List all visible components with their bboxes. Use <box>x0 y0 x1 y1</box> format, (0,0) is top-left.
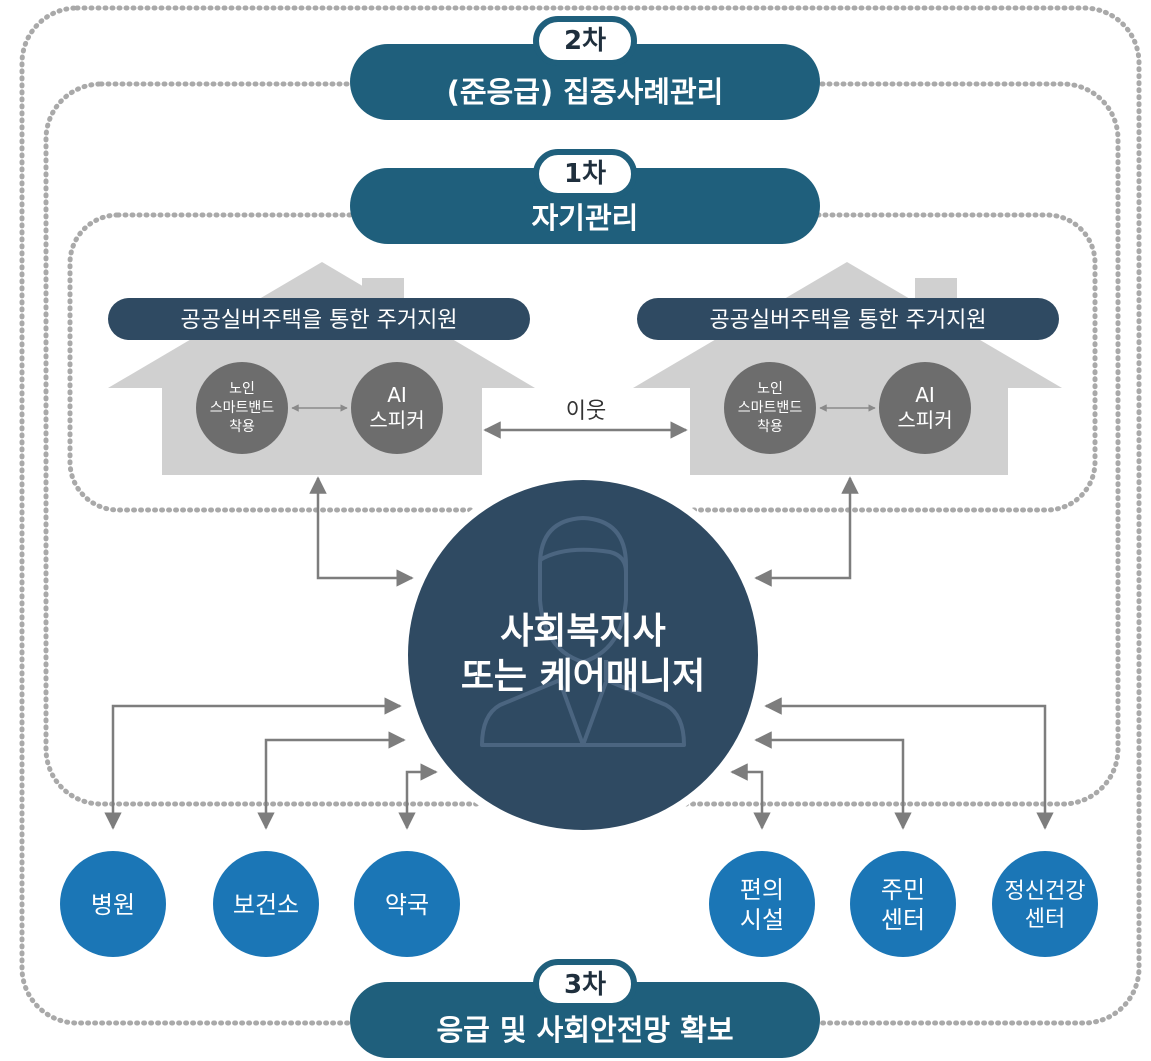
social-worker-hub: 사회복지사 또는 케어매니저 <box>400 472 766 838</box>
house-left: 공공실버주택을 통한 주거지원 노인 스마트밴드 착용 AI 스피커 <box>108 262 535 475</box>
ai-speaker-line2: 스피커 <box>897 408 952 432</box>
resource-health-center: 보건소 <box>213 851 319 957</box>
person-icon <box>480 516 686 747</box>
hub-line1: 사회복지사 <box>500 611 666 652</box>
ai-speaker-line2: 스피커 <box>369 408 424 432</box>
ai-speaker-node-right <box>879 362 971 454</box>
smart-band-line3: 착용 <box>757 419 783 435</box>
smart-band-line1: 노인 <box>229 381 255 397</box>
resource-mental-health: 정신건강 센터 <box>992 851 1098 957</box>
house-right: 공공실버주택을 통한 주거지원 노인 스마트밴드 착용 AI 스피커 <box>633 262 1062 475</box>
tier-tertiary: 3차 응급 및 사회안전망 확보 <box>350 959 820 1058</box>
resource-label: 약국 <box>385 891 429 919</box>
tier-primary-badge: 1차 <box>564 159 606 189</box>
house-right-banner: 공공실버주택을 통한 주거지원 <box>709 308 986 333</box>
tier-secondary: 2차 (준응급) 집중사례관리 <box>350 16 820 120</box>
ai-speaker-line1: AI <box>915 383 935 407</box>
resource-hospital: 병원 <box>60 851 166 957</box>
left-house-hub-arrow <box>309 476 414 587</box>
resource-pharmacy: 약국 <box>354 851 460 957</box>
smart-band-line2: 스마트밴드 <box>738 400 803 416</box>
tier-primary-title: 자기관리 <box>532 201 639 235</box>
smart-band-line2: 스마트밴드 <box>210 400 275 416</box>
hospital-arrow <box>104 697 402 830</box>
mental-health-arrow <box>764 697 1054 830</box>
convenience-arrow <box>730 763 771 830</box>
ai-speaker-node-left <box>351 362 443 454</box>
tier-secondary-badge: 2차 <box>564 26 606 56</box>
neighbor-label: 이웃 <box>566 399 606 424</box>
resource-label: 정신건강 <box>1005 879 1086 904</box>
resource-label: 보건소 <box>233 891 299 919</box>
resource-label-2: 센터 <box>1025 907 1065 932</box>
right-house-hub-arrow <box>754 476 859 587</box>
tier-primary: 1차 자기관리 <box>350 149 820 244</box>
resource-label: 병원 <box>91 891 135 919</box>
smart-band-line1: 노인 <box>757 381 783 397</box>
resource-label: 주민 <box>881 876 925 904</box>
community-center-arrow <box>754 731 912 830</box>
hub-line2: 또는 케어매니저 <box>461 656 705 697</box>
tier-tertiary-badge: 3차 <box>564 970 606 1000</box>
smart-band-node-left <box>196 362 288 454</box>
house-left-banner: 공공실버주택을 통한 주거지원 <box>180 308 457 333</box>
tier-tertiary-title: 응급 및 사회안전망 확보 <box>436 1013 733 1047</box>
ai-speaker-line1: AI <box>387 383 407 407</box>
smart-band-line3: 착용 <box>229 419 255 435</box>
resource-community-center: 주민 센터 <box>850 851 956 957</box>
resource-convenience: 편의 시설 <box>709 851 815 957</box>
resource-label-2: 센터 <box>881 906 925 934</box>
pharmacy-arrow <box>398 763 438 830</box>
resource-label: 편의 <box>740 876 784 904</box>
health-center-arrow <box>257 731 406 830</box>
resource-label-2: 시설 <box>740 906 784 934</box>
smart-band-node-right <box>724 362 816 454</box>
tier-secondary-title: (준응급) 집중사례관리 <box>447 75 724 109</box>
